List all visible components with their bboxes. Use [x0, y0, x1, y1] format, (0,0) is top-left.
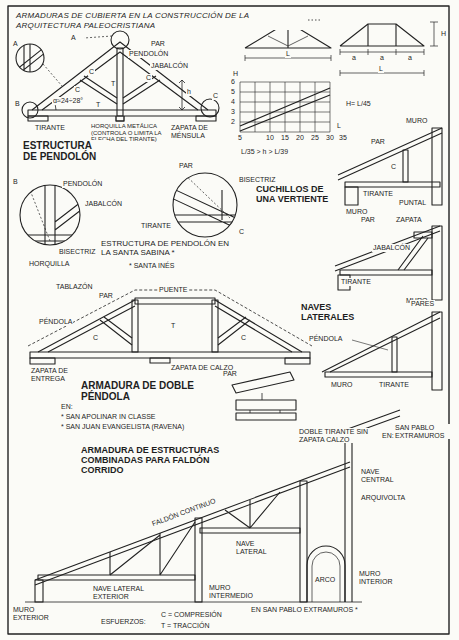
part-label: TIRANTE — [34, 124, 66, 132]
part-label: 3 — [230, 108, 236, 116]
part-label: ZAPATA DE ENTREGA — [30, 367, 87, 382]
part-label: NAVE LATERAL — [235, 540, 279, 555]
part-label: ESTRUCTURA DE PENDOLÓN — [22, 140, 109, 162]
part-label: MURO EXTERIOR — [12, 606, 54, 621]
part-label: ESTRUCTURA DE PENDOLÓN EN LA SANTA SABIN… — [100, 240, 237, 258]
part-label: L — [336, 122, 342, 130]
part-label: PUNTAL — [398, 199, 427, 207]
part-label: C — [88, 68, 95, 76]
part-label: JABALCÓN — [150, 62, 189, 70]
title: ARMADURAS DE CUBIERTA EN LA CONSTRUCCIÓN… — [16, 11, 306, 30]
part-label: C — [238, 228, 245, 236]
part-label: PENDOLÓN — [62, 180, 103, 188]
part-label: CUCHILLOS DE UNA VERTIENTE — [255, 185, 335, 205]
part-label: L/35 > h > L/39 — [240, 148, 289, 156]
part-label: PAR — [178, 162, 194, 170]
part-label: ARQUIVOLTA — [360, 494, 406, 502]
part-label: α≈24÷28° — [52, 97, 84, 105]
part-label: EN: — [381, 432, 395, 440]
part-label: 10 — [265, 134, 275, 142]
part-label: H — [440, 30, 447, 38]
part-label: 20 — [295, 134, 305, 142]
part-label: PUENTE — [158, 286, 188, 294]
part-label: C — [212, 92, 219, 100]
part-label: ARCO — [314, 576, 336, 584]
part-label: PÉNDOLA — [308, 335, 343, 343]
part-label: HORQUILLA — [28, 260, 70, 268]
part-label: T — [110, 80, 116, 88]
part-label: TABLAZÓN — [55, 283, 93, 291]
part-label: JABALCÓN — [372, 244, 411, 252]
part-label: ESFUERZOS: — [100, 618, 147, 626]
part-label: PAR — [370, 138, 386, 146]
part-label: A — [12, 40, 19, 48]
part-label: C — [74, 86, 81, 94]
part-label: TIRANTE — [362, 190, 394, 198]
part-label: T — [170, 322, 176, 330]
part-label: PAR — [360, 216, 376, 224]
part-label: TIRANTE — [378, 381, 410, 389]
part-label: 4 — [230, 98, 236, 106]
part-label: NAVES LATERALES — [300, 303, 364, 323]
part-label: TIRANTE — [340, 278, 372, 286]
part-label: BISECTRIZ — [58, 248, 97, 256]
part-label: 6 — [230, 78, 236, 86]
part-label: 15 — [280, 134, 290, 142]
part-label: EN: — [60, 403, 74, 411]
part-label: MURO INTERIOR — [358, 570, 408, 585]
part-label: 30 — [325, 134, 335, 142]
part-label: L — [378, 65, 384, 73]
part-label: ZAPATA DE MÉNSULA — [170, 124, 217, 139]
part-label: MURO — [330, 381, 353, 389]
part-label: PAR — [98, 292, 114, 300]
part-label: PAR — [150, 40, 166, 48]
part-label: PENDOLÓN — [128, 50, 169, 58]
part-label: PARES — [410, 300, 435, 308]
part-label: MURO — [405, 117, 428, 125]
part-label: 35 — [338, 134, 348, 142]
part-label: T — [95, 101, 101, 109]
part-label: FALDÓN CONTINUO — [150, 497, 218, 528]
part-label: 25 — [310, 134, 320, 142]
part-label: H= L/45 — [345, 100, 372, 108]
part-label: NAVE LATERAL EXTERIOR — [92, 585, 152, 600]
part-label: C — [240, 334, 247, 342]
part-label: h — [186, 88, 192, 96]
part-label: TIRANTE — [140, 222, 172, 230]
part-label: ZAPATA — [395, 216, 423, 224]
part-label: ARMADURA DE ESTRUCTURAS COMBINADAS PARA … — [80, 446, 234, 476]
part-label: 5 — [230, 88, 236, 96]
part-label: C — [92, 334, 99, 342]
part-label: BISECTRIZ — [238, 176, 277, 184]
part-label: H — [232, 70, 239, 78]
part-label: MURO — [345, 208, 368, 216]
part-label: * SAN APOLINAR IN CLASSE — [60, 413, 157, 421]
part-label: PAR — [222, 370, 238, 378]
part-label: L — [285, 50, 291, 58]
part-label: C — [145, 74, 152, 82]
part-label: MURO INTERMEDIO — [208, 584, 258, 599]
part-label: JABALCÓN — [84, 200, 123, 208]
part-label: NAVE CENTRAL — [360, 468, 407, 483]
part-label: PÉNDOLA — [38, 318, 73, 326]
part-label: a — [407, 54, 413, 62]
part-label: 5 — [237, 134, 243, 142]
part-label: C — [390, 163, 397, 171]
part-label: ARMADURA DE DOBLE PÉNDOLA — [80, 380, 207, 402]
part-label: a — [379, 54, 385, 62]
part-label: A — [70, 34, 77, 42]
part-label: B — [14, 100, 21, 108]
part-label: B — [12, 178, 19, 186]
part-label: * SANTA INÉS — [128, 262, 175, 270]
part-label: DOBLE TIRANTE SIN ZAPATA CALZO — [298, 428, 382, 443]
part-label: EN SAN PABLO EXTRAMUROS * — [250, 606, 359, 614]
part-label: 2 — [230, 118, 236, 126]
part-label: a — [351, 54, 357, 62]
part-label: * SAN JUAN EVANGELISTA (RAVENA) — [60, 423, 185, 431]
part-label: SAN PABLO EXTRAMUROS — [394, 424, 450, 439]
part-label: C = COMPRESIÓN — [160, 611, 223, 619]
part-label: T = TRACCIÓN — [160, 622, 211, 630]
